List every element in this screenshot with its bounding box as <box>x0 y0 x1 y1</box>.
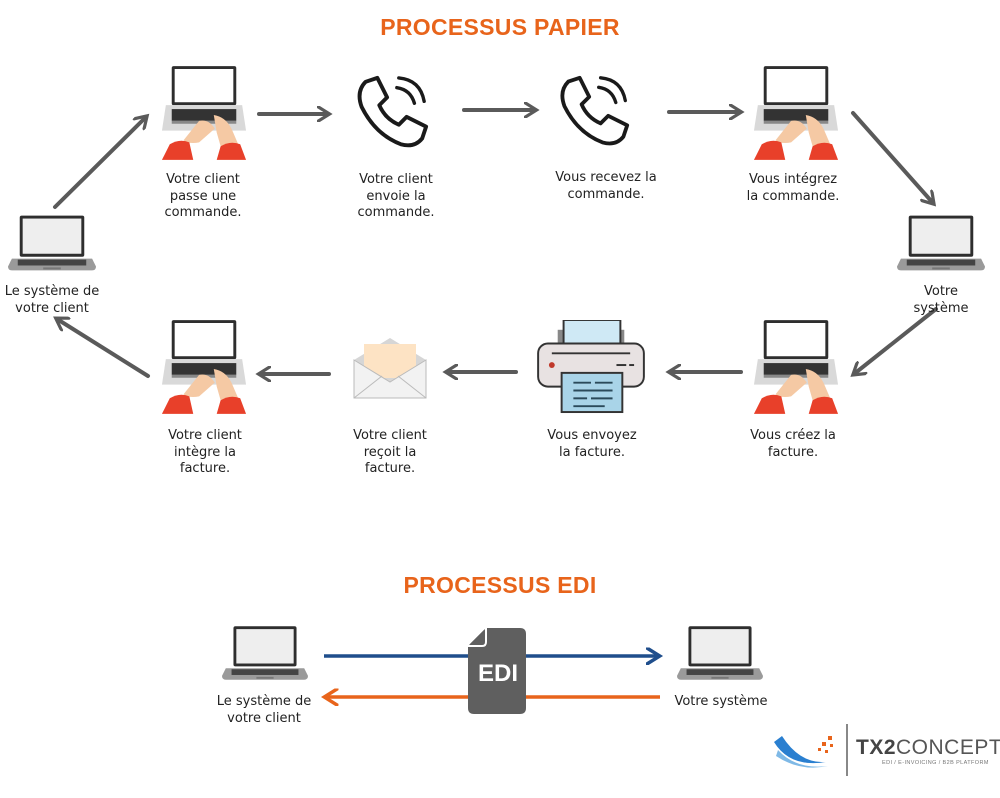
label-you-send-invoice: Vous envoyez la facture. <box>547 428 637 460</box>
logo-brand-bold: TX2 <box>856 736 897 759</box>
laptop-typing-icon <box>160 64 248 162</box>
laptop-typing-icon <box>160 318 248 416</box>
laptop-typing-icon <box>752 64 840 162</box>
logo-wordmark: TX2CONCEPT <box>856 736 1000 760</box>
label-client-order: Votre client passe une commande. <box>164 172 242 220</box>
label-client-sends: Votre client envoie la commande. <box>357 172 435 220</box>
paper-process-title: PROCESSUS PAPIER <box>380 14 620 40</box>
edi-client-laptop-icon <box>222 623 308 683</box>
logo-brand: CONCEPT <box>896 736 1000 759</box>
arrow-to-client-order <box>53 117 146 209</box>
edi-label-client-system: Le système de votre client <box>216 694 312 726</box>
label-you-create-invoice: Vous créez la facture. <box>750 428 836 460</box>
edi-process-title: PROCESSUS EDI <box>403 572 597 598</box>
envelope-icon <box>352 336 428 400</box>
laptop-typing-icon <box>752 318 840 416</box>
label-client-system: Le système de votre client <box>4 284 100 316</box>
edi-document-label: EDI <box>477 660 518 687</box>
label-client-receives-invoice: Votre client reçoit la facture. <box>353 428 427 476</box>
tx2concept-logo: TX2CONCEPT EDI / E-INVOICING / B2B PLATF… <box>770 722 1000 778</box>
phone-icon <box>555 74 631 150</box>
client-system-laptop-icon <box>8 213 96 273</box>
label-your-system: Votre système <box>913 284 969 316</box>
logo-tagline: EDI / E-INVOICING / B2B PLATFORM <box>882 760 989 766</box>
your-system-laptop-icon <box>897 213 985 273</box>
edi-your-laptop-icon <box>677 623 763 683</box>
printer-icon <box>532 320 650 414</box>
logo-swoosh-icon <box>774 736 833 768</box>
arrow-to-your-system <box>851 111 933 203</box>
edi-document-icon <box>468 628 526 714</box>
label-you-receive: Vous recevez la commande. <box>555 170 657 202</box>
arrow-to-client-system <box>57 319 150 378</box>
edi-label-your-system: Votre système <box>674 694 768 709</box>
label-client-integrates-invoice: Votre client intègre la facture. <box>168 428 242 476</box>
label-you-integrate: Vous intégrez la commande. <box>746 172 840 204</box>
arrow-to-create-invoice <box>854 307 938 374</box>
logo-divider <box>846 724 848 776</box>
phone-icon <box>352 74 430 152</box>
